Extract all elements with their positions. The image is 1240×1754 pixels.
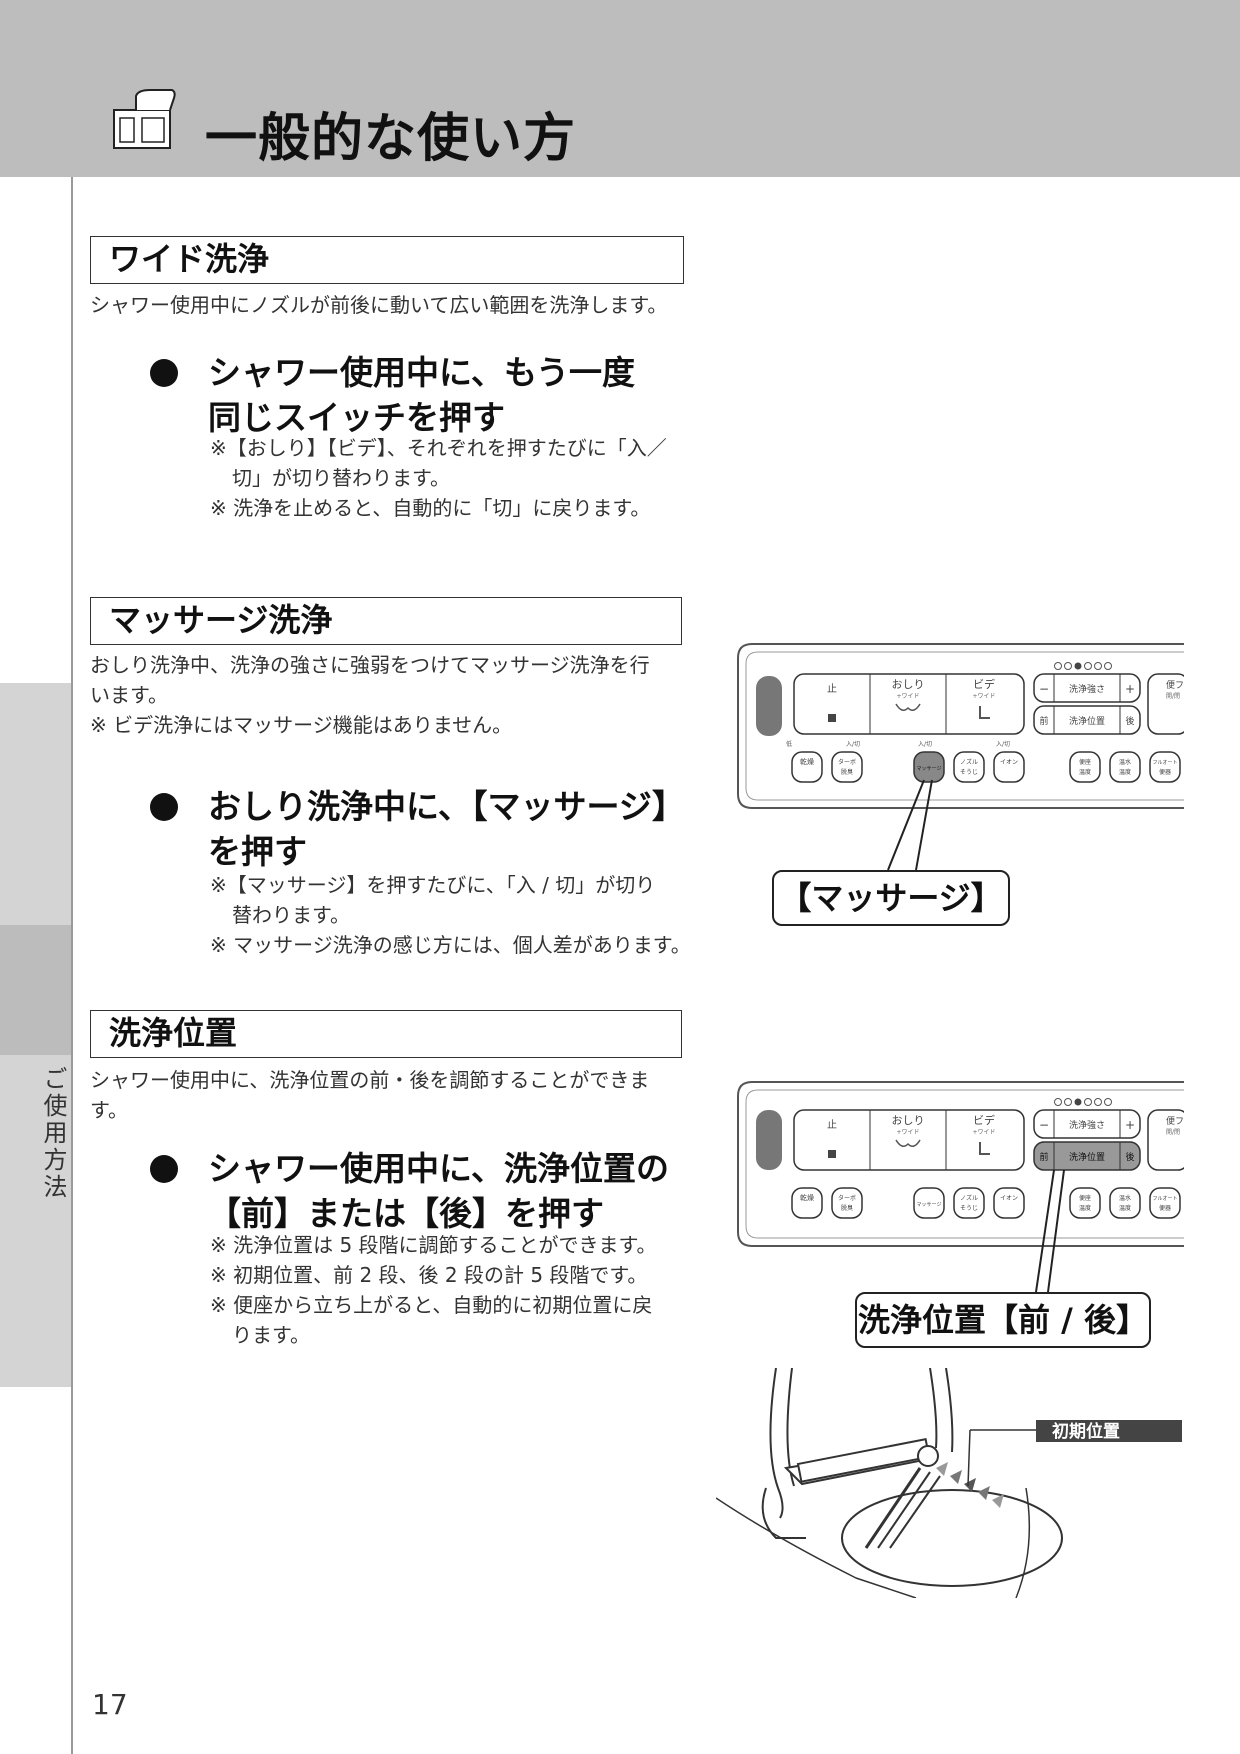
step-instruction: おしり洗浄中に、【マッサージ】 を押す — [150, 784, 685, 874]
svg-text:ターボ: ターボ — [838, 1194, 856, 1202]
svg-text:低: 低 — [786, 740, 792, 748]
step-instruction: シャワー使用中に、もう一度 同じスイッチを押す — [150, 350, 635, 440]
svg-text:開/閉: 開/閉 — [1166, 1129, 1180, 1136]
svg-text:+: + — [1125, 682, 1135, 696]
svg-text:脱臭: 脱臭 — [841, 1204, 853, 1212]
svg-text:脱臭: 脱臭 — [841, 768, 853, 776]
svg-text:+ワイド: +ワイド — [896, 693, 919, 700]
svg-text:乾燥: 乾燥 — [800, 1193, 814, 1202]
svg-text:洗浄位置: 洗浄位置 — [1069, 715, 1105, 727]
stop-label: 止 — [827, 683, 837, 695]
svg-text:入/切: 入/切 — [846, 741, 860, 748]
svg-text:+ワイド: +ワイド — [972, 1129, 995, 1136]
step-instruction: シャワー使用中に、洗浄位置の 【前】または【後】を押す — [150, 1146, 669, 1236]
section-description: シャワー使用中にノズルが前後に動いて広い範囲を洗浄します。 — [90, 293, 668, 317]
sidebar-tab-active — [0, 925, 71, 1055]
toilet-nozzle-diagram: 初期位置 — [716, 1368, 1182, 1598]
svg-text:洗浄強さ: 洗浄強さ — [1069, 1119, 1105, 1131]
step-note: ※【マッサージ】を押すたびに、「入 / 切」が切り 替わります。 ※ マッサージ… — [210, 873, 691, 957]
bullet-icon — [150, 359, 178, 387]
svg-text:開/閉: 開/閉 — [1166, 693, 1180, 700]
svg-text:+ワイド: +ワイド — [896, 1129, 919, 1136]
page-number: 17 — [92, 1688, 128, 1721]
svg-text:−: − — [1039, 1118, 1049, 1132]
bidet-label: ビデ — [973, 677, 995, 691]
svg-text:イオン: イオン — [1000, 1195, 1018, 1202]
step-note: ※ 洗浄位置は 5 段階に調節することができます。 ※ 初期位置、前 2 段、後… — [210, 1233, 657, 1347]
svg-text:温水: 温水 — [1119, 758, 1131, 766]
section-title-massage: マッサージ洗浄 — [90, 597, 682, 645]
control-panel-diagram-position: 止 おしり +ワイド ビデ +ワイド − 洗浄強さ + 前 洗浄位置 後 便フタ… — [737, 1081, 1184, 1293]
svg-text:ビデ: ビデ — [973, 1113, 995, 1127]
section-title-wide: ワイド洗浄 — [90, 236, 684, 284]
svg-text:便フタ: 便フタ — [1166, 1115, 1184, 1127]
svg-text:温水: 温水 — [1119, 1194, 1131, 1202]
step-note: ※【おしり】【ビデ】、それぞれを押すたびに「入／ 切」が切り替わります。 ※ 洗… — [210, 436, 667, 520]
svg-text:後: 後 — [1125, 1151, 1134, 1163]
sidebar-tab — [0, 683, 71, 925]
svg-text:マッサージ: マッサージ — [917, 1202, 942, 1208]
svg-text:前: 前 — [1039, 1151, 1048, 1163]
svg-text:そうじ: そうじ — [960, 1205, 978, 1212]
svg-text:ターボ: ターボ — [838, 758, 856, 766]
svg-text:温度: 温度 — [1079, 768, 1091, 776]
svg-text:乾燥: 乾燥 — [800, 757, 814, 766]
svg-text:便器: 便器 — [1159, 1204, 1171, 1212]
svg-text:便フタ: 便フタ — [1166, 679, 1184, 691]
oshiri-label: おしり — [892, 678, 925, 691]
svg-text:フルオート: フルオート — [1152, 760, 1177, 766]
svg-text:前: 前 — [1039, 715, 1048, 727]
sidebar-label: ご使用方法 — [39, 1066, 67, 1201]
svg-text:温度: 温度 — [1079, 1204, 1091, 1212]
bullet-icon — [150, 793, 178, 821]
section-description: おしり洗浄中、洗浄の強さに強弱をつけてマッサージ洗浄を行 います。 ※ ビデ洗浄… — [90, 653, 650, 737]
initial-position-label: 初期位置 — [1052, 1421, 1120, 1442]
control-panel-diagram-massage: 止 おしり +ワイド ビデ +ワイド − 洗浄強さ + 前 洗浄位置 後 便フタ… — [737, 643, 1184, 871]
bullet-icon — [150, 1155, 178, 1183]
page-title: 一般的な使い方 — [205, 109, 577, 169]
svg-text:洗浄強さ: 洗浄強さ — [1069, 683, 1105, 695]
svg-text:+: + — [1125, 1118, 1135, 1132]
svg-text:入/切: 入/切 — [918, 741, 932, 748]
massage-callout: 【マッサージ】 — [772, 870, 1010, 926]
position-callout: 洗浄位置【前 / 後】 — [855, 1292, 1151, 1348]
svg-text:フルオート: フルオート — [1152, 1196, 1177, 1202]
svg-text:マッサージ: マッサージ — [917, 766, 942, 772]
svg-text:洗浄位置: 洗浄位置 — [1069, 1151, 1105, 1163]
toilet-icon — [113, 89, 176, 149]
svg-text:便座: 便座 — [1079, 758, 1091, 766]
svg-text:−: − — [1039, 682, 1049, 696]
svg-text:入/切: 入/切 — [996, 741, 1010, 748]
svg-text:イオン: イオン — [1000, 759, 1018, 766]
svg-text:便座: 便座 — [1079, 1194, 1091, 1202]
sidebar-divider — [71, 177, 73, 1754]
svg-text:そうじ: そうじ — [960, 769, 978, 776]
sidebar-tab — [0, 1055, 71, 1387]
svg-text:止: 止 — [827, 1119, 837, 1131]
section-title-position: 洗浄位置 — [90, 1010, 682, 1058]
svg-text:+ワイド: +ワイド — [972, 693, 995, 700]
svg-text:温度: 温度 — [1119, 768, 1131, 776]
page-header: 一般的な使い方 — [0, 0, 1240, 177]
svg-text:温度: 温度 — [1119, 1204, 1131, 1212]
section-description: シャワー使用中に、洗浄位置の前・後を調節することができま す。 — [90, 1068, 650, 1122]
svg-text:後: 後 — [1125, 715, 1134, 727]
svg-text:便器: 便器 — [1159, 768, 1171, 776]
svg-text:ノズル: ノズル — [960, 1194, 978, 1202]
svg-text:おしり: おしり — [892, 1114, 925, 1127]
svg-text:ノズル: ノズル — [960, 758, 978, 766]
